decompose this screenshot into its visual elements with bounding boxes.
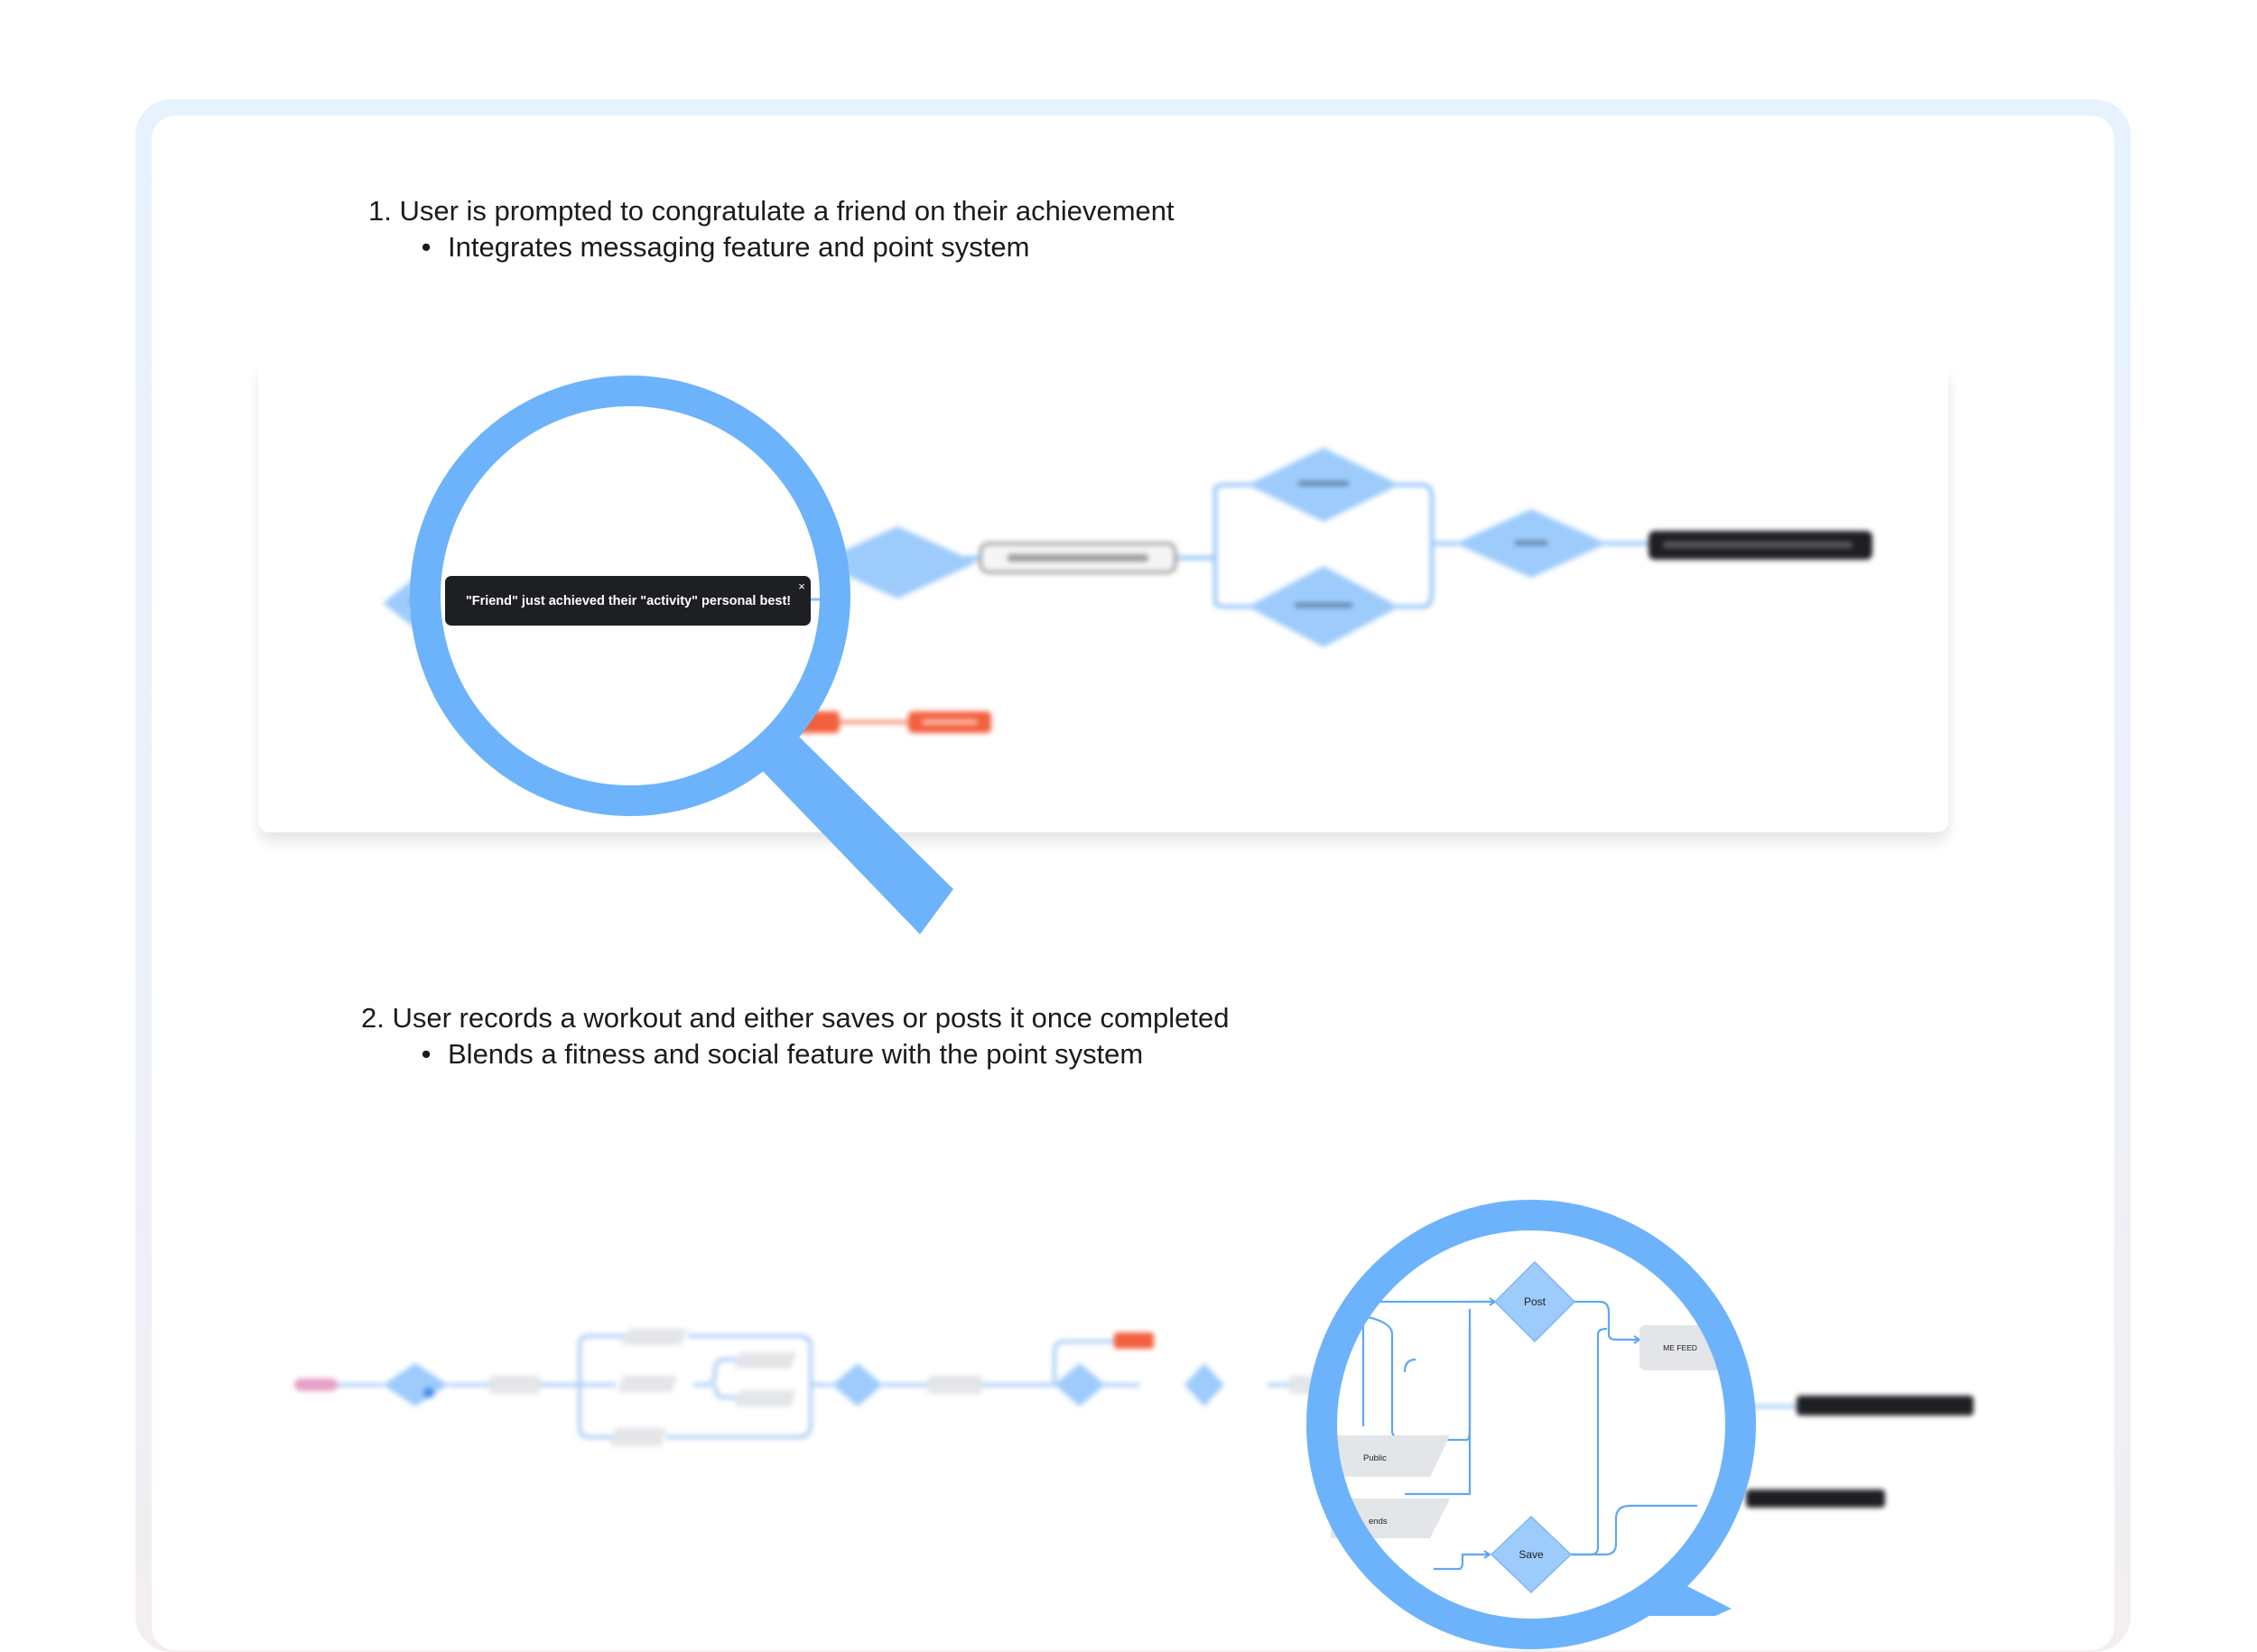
step-2: 2. User records a workout and either sav… bbox=[361, 1000, 1230, 1072]
step-1-subtext: Integrates messaging feature and point s… bbox=[448, 231, 1030, 263]
step-1: 1. User is prompted to congratulate a fr… bbox=[368, 193, 1175, 265]
magnifier-1: "Friend" just achieved their "activity" … bbox=[410, 376, 953, 934]
flow-diagram-2-panel bbox=[237, 1192, 2033, 1607]
step-2-number: 2. bbox=[361, 1002, 385, 1034]
step-1-text: User is prompted to congratulate a frien… bbox=[399, 195, 1175, 227]
save-diamond-label: Save bbox=[1519, 1548, 1544, 1561]
diagram1-diamond-a bbox=[818, 526, 977, 599]
save-diamond bbox=[1490, 1515, 1573, 1594]
friends-node-label: ends bbox=[1369, 1517, 1388, 1527]
public-node-label: Public bbox=[1363, 1453, 1387, 1463]
public-node bbox=[1331, 1435, 1450, 1477]
me-feed-node bbox=[1639, 1325, 1721, 1370]
post-diamond bbox=[1493, 1260, 1576, 1343]
bullet-dot: • bbox=[421, 231, 432, 263]
achievement-toast-text: "Friend" just achieved their "activity" … bbox=[466, 594, 791, 608]
me-feed-label: ME FEED bbox=[1663, 1343, 1697, 1352]
post-diamond-label: Post bbox=[1524, 1295, 1546, 1308]
diagram2-start-node bbox=[294, 1378, 338, 1391]
magnifier-1-handle bbox=[754, 725, 953, 934]
close-icon[interactable]: × bbox=[798, 580, 805, 593]
step-1-bullet: • Integrates messaging feature and point … bbox=[404, 229, 1175, 265]
flow-diagram-1-blurred bbox=[383, 448, 1872, 733]
magnifier-1-ring bbox=[410, 376, 850, 816]
achievement-toast bbox=[445, 576, 811, 626]
step-2-heading: 2. User records a workout and either sav… bbox=[361, 1000, 1230, 1036]
step-2-text: User records a workout and either saves … bbox=[392, 1002, 1230, 1034]
step-1-number: 1. bbox=[368, 195, 392, 227]
step-2-subtext: Blends a fitness and social feature with… bbox=[448, 1038, 1144, 1070]
magnifier-2: Post Save ME FEED Public ends bbox=[1306, 1200, 1756, 1649]
bullet-dot: • bbox=[421, 1038, 432, 1070]
step-1-heading: 1. User is prompted to congratulate a fr… bbox=[368, 193, 1175, 229]
step-2-bullet: • Blends a fitness and social feature wit… bbox=[404, 1036, 1230, 1072]
